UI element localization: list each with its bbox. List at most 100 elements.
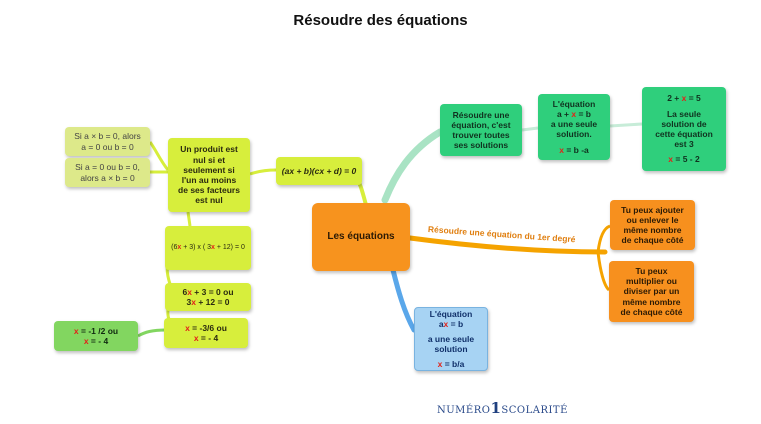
node-facteurs-line: 3x + 12 = 0	[186, 297, 229, 307]
eq-part: a	[438, 318, 444, 329]
node-exemple[interactable]: 2 + x = 5 La seule solution de cette équ…	[642, 87, 726, 171]
eq-part: = -1 /2 ou	[78, 325, 119, 336]
link-equation-exemple	[609, 122, 643, 128]
node-ajouter-line: de chaque côté	[621, 235, 684, 246]
logo-one: 1	[490, 399, 502, 417]
eq-part: + 12 = 0	[195, 297, 230, 307]
node-produit-line: est nul	[195, 195, 223, 206]
eq-part: = -3/6 ou	[189, 322, 227, 333]
var-x: x	[571, 108, 577, 119]
center-node[interactable]: Les équations	[312, 203, 410, 271]
node-resoudre-line: équation, c'est	[451, 119, 511, 130]
node-resoudre-line: ses solutions	[453, 140, 509, 151]
link-center-blue	[390, 267, 417, 333]
node-equation-pre: L'équation	[552, 98, 596, 109]
eq-part: + 3) x ( 3	[181, 243, 212, 251]
node-exemple-mid: La seule	[666, 108, 702, 119]
var-x: x	[668, 154, 674, 165]
node-regle-2[interactable]: Si a = 0 ou b = 0, alors a × b = 0	[65, 158, 150, 187]
var-x: x	[437, 359, 443, 370]
node-resoudre[interactable]: Résoudre une équation, c'est trouver tou…	[440, 104, 522, 156]
page-title: Résoudre des équations	[293, 12, 468, 29]
link-orange-multiplier	[596, 251, 611, 292]
node-multiplier-line: Tu peux	[635, 266, 668, 277]
node-facteurs[interactable]: 6x + 3 = 0 ou 3x + 12 = 0	[165, 283, 251, 311]
node-equation-mid: solution.	[556, 129, 592, 140]
var-x: x	[83, 336, 89, 346]
link-resoudre-equation	[521, 126, 539, 132]
eq-part: = - 4	[88, 336, 109, 346]
node-exemple-mid: cette équation	[655, 129, 713, 139]
node-ajouter-line: Tu peux ajouter	[621, 204, 684, 215]
numero1-scolarite-logo: NUMÉRO1SCOLARITÉ	[437, 399, 568, 417]
link-produitnul-exemple	[186, 211, 192, 227]
node-equation[interactable]: L'équation a + x = b a une seule solutio…	[538, 94, 610, 160]
node-produit-nul[interactable]: Un produit est nul si et seulement si l'…	[168, 138, 250, 212]
node-ajouter-line: ou enlever le	[626, 214, 679, 225]
var-x: x	[185, 322, 190, 333]
eq-part: = b -a	[563, 145, 589, 156]
node-equation-sol: x = b -a	[559, 145, 589, 155]
node-regle2-line: Si a = 0 ou b = 0,	[75, 162, 140, 173]
eq-part: = b	[576, 108, 592, 119]
node-multiplier-line: multiplier ou	[626, 276, 677, 287]
node-blue-mid: solution	[434, 344, 468, 355]
node-equation-mid: a une seule	[550, 118, 598, 129]
node-blue-sol: x = b/a	[438, 359, 465, 369]
node-simplifie[interactable]: x = -1 /2 ou x = - 4	[54, 321, 138, 351]
eq-part: + 12) = 0	[214, 243, 245, 251]
node-exemple-mid: est 3	[674, 139, 694, 150]
node-blue-eq: ax = b	[439, 319, 463, 329]
node-regle-1[interactable]: Si a × b = 0, alors a = 0 ou b = 0	[65, 127, 150, 156]
logo-pre: NUMÉRO	[437, 405, 491, 416]
var-x: x	[559, 145, 564, 156]
node-product-label: (ax + b)(cx + d) = 0	[281, 165, 357, 176]
node-produit-line: Un produit est	[180, 144, 238, 155]
eq-part: = 5 - 2	[673, 154, 700, 165]
node-solutions-line: x = - 4	[194, 333, 218, 343]
node-resoudre-line: trouver toutes	[452, 130, 510, 140]
node-simplifie-line: x = - 4	[84, 336, 108, 346]
node-multiplier-line: même nombre	[622, 296, 681, 307]
var-x: x	[443, 318, 449, 329]
node-produit-line: de ses facteurs	[178, 185, 240, 196]
eq-part: a +	[556, 108, 572, 119]
eq-part: = - 4	[198, 333, 219, 343]
node-exemple-sol: x = 5 - 2	[668, 154, 699, 164]
link-product-produitnul	[249, 168, 277, 176]
logo-post: SCOLARITÉ	[501, 405, 568, 416]
eq-part: (6	[171, 243, 178, 251]
node-ajouter-line: même nombre	[623, 225, 682, 235]
var-x: x	[211, 243, 215, 251]
eq-part: = 5	[686, 93, 701, 104]
eq-part: 3	[186, 297, 192, 307]
node-multiplier-line: diviser par un	[623, 286, 680, 297]
node-produit-line: seulement si	[183, 164, 235, 175]
var-x: x	[681, 93, 687, 104]
node-blue-equation[interactable]: L'équation ax = b a une seule solution x…	[414, 307, 488, 371]
eq-part: + 3 = 0 ou	[191, 286, 234, 297]
node-exemple-mid: solution de	[661, 118, 707, 129]
node-resoudre-line: Résoudre une	[452, 109, 510, 120]
var-x: x	[191, 297, 196, 307]
node-solutions-line: x = -3/6 ou	[185, 323, 227, 333]
node-multiplier[interactable]: Tu peux multiplier ou diviser par un mêm…	[609, 261, 694, 322]
link-center-orange	[407, 235, 608, 255]
node-blue-pre: L'équation	[429, 308, 473, 319]
node-equation-eq: a + x = b	[557, 109, 591, 119]
center-label: Les équations	[327, 231, 395, 242]
node-exemple-produit-eq: (6x + 3) x ( 3x + 12) = 0	[171, 244, 245, 252]
var-x: x	[73, 325, 79, 336]
node-regle2-line: alors a × b = 0	[80, 172, 135, 183]
link-center-resoudre	[381, 128, 444, 204]
node-product-equation[interactable]: (ax + b)(cx + d) = 0	[276, 157, 362, 185]
var-x: x	[187, 286, 192, 297]
eq-part: = b	[448, 318, 464, 329]
eq-part: 6	[182, 286, 188, 297]
node-exemple-produit[interactable]: (6x + 3) x ( 3x + 12) = 0	[165, 226, 251, 270]
node-solutions[interactable]: x = -3/6 ou x = - 4	[164, 318, 248, 348]
node-facteurs-line: 6x + 3 = 0 ou	[182, 287, 233, 297]
link-produitnul-regles	[148, 141, 170, 174]
node-regle1-line: Si a × b = 0, alors	[74, 131, 141, 142]
node-ajouter[interactable]: Tu peux ajouter ou enlever le même nombr…	[610, 200, 695, 250]
